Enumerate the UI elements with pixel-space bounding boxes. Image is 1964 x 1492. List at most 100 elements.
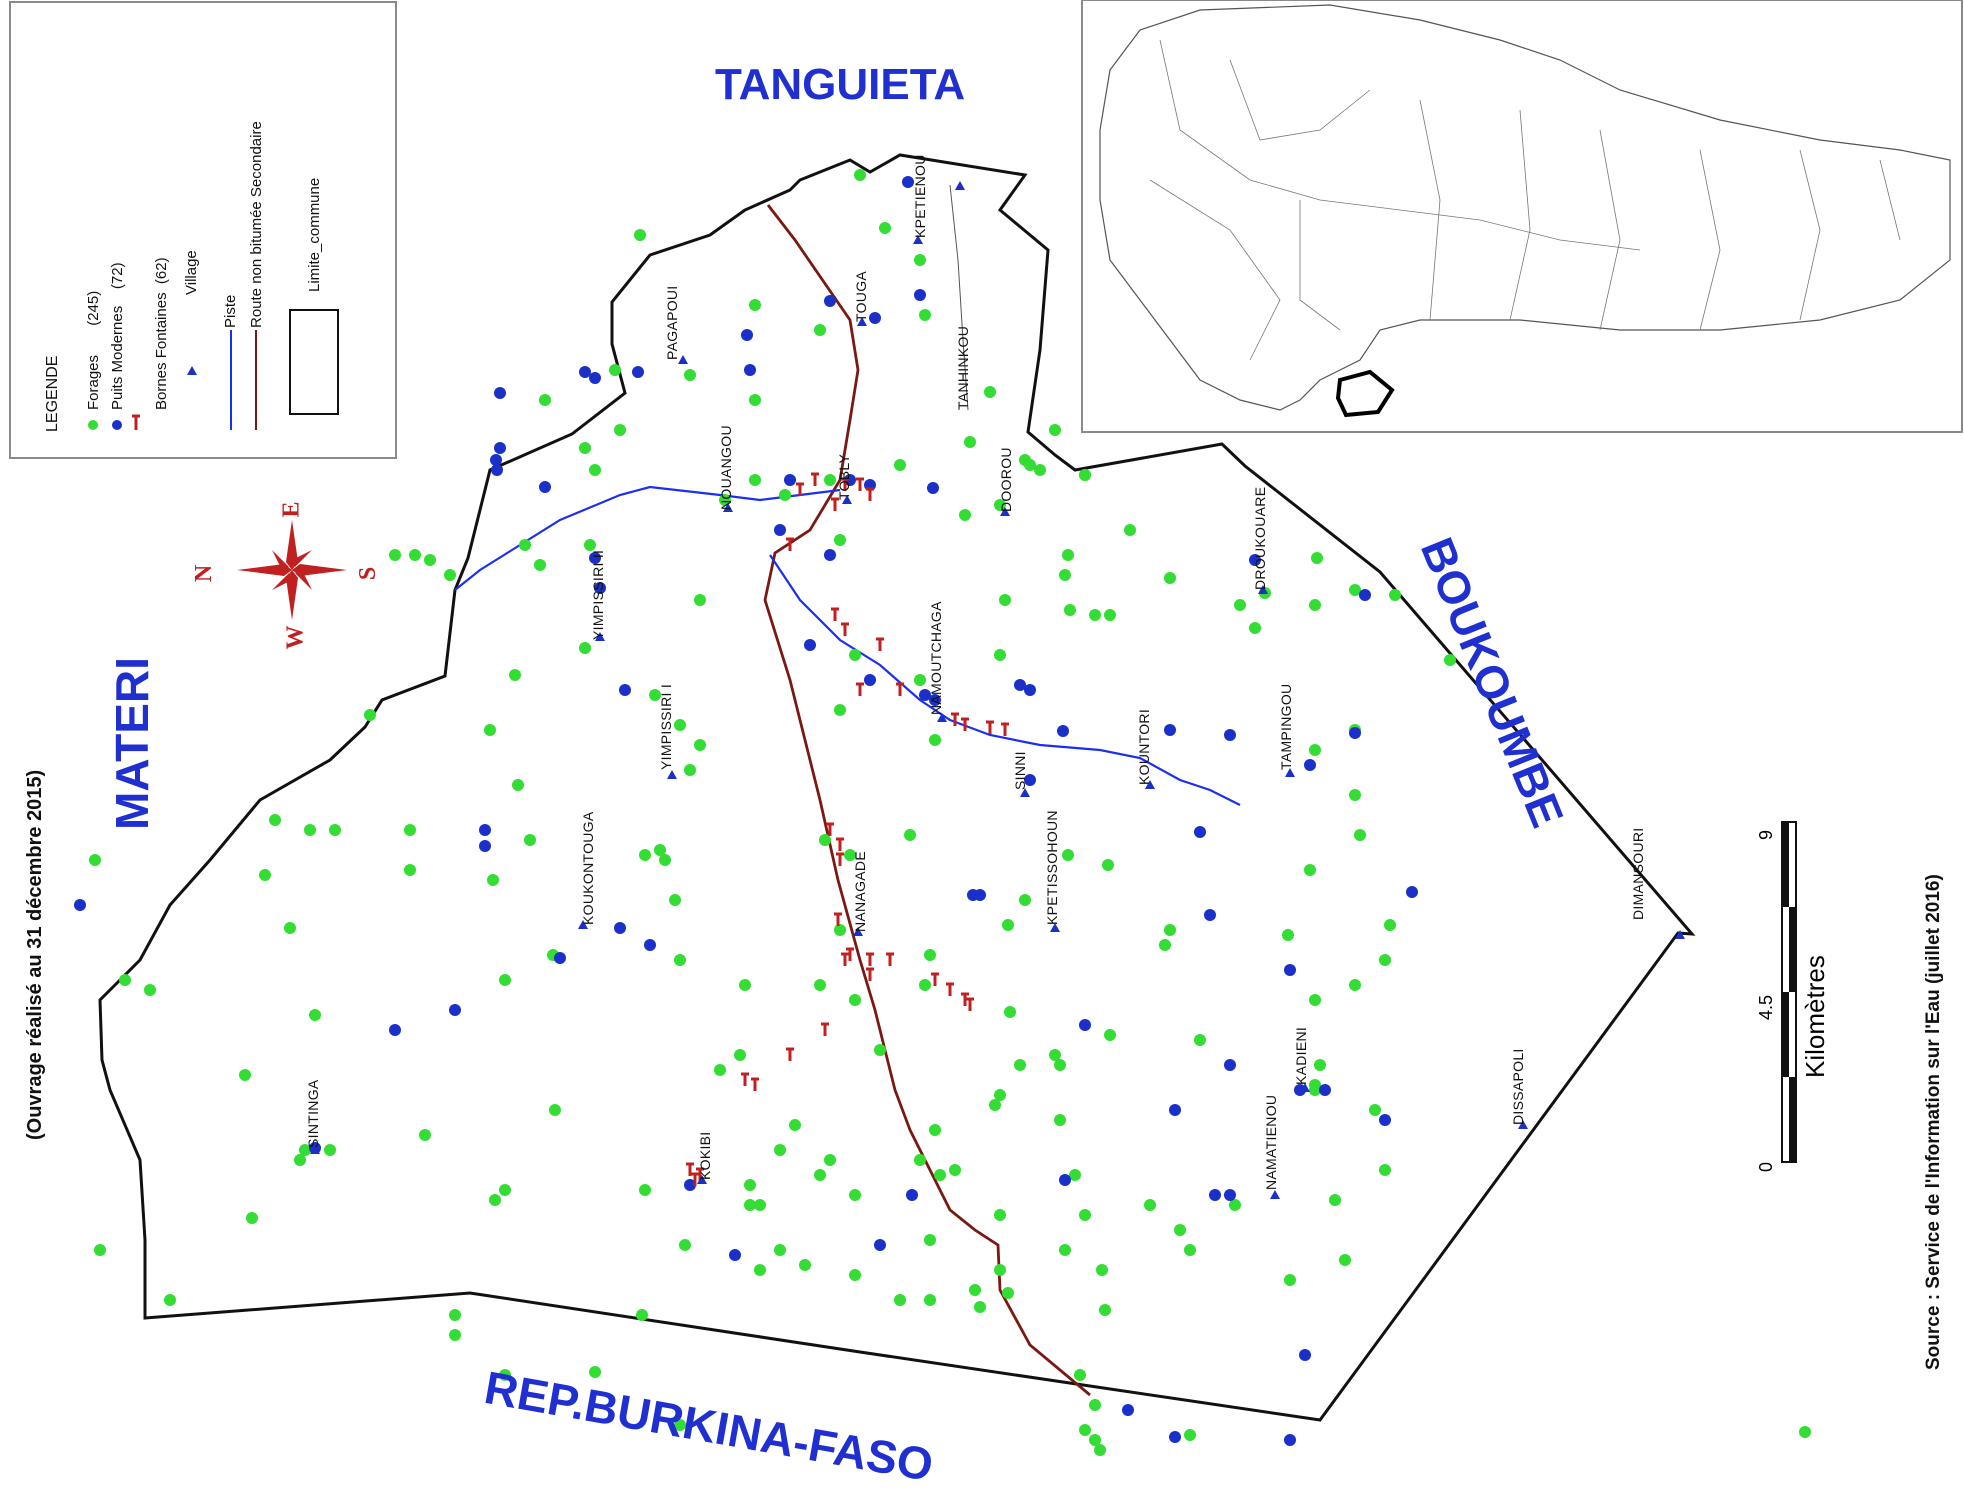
forage-point bbox=[904, 829, 916, 841]
forage-point bbox=[1069, 1169, 1081, 1181]
village-kadieni: KADIENI bbox=[1293, 1026, 1309, 1085]
forage-point bbox=[1184, 1244, 1196, 1256]
puits-point bbox=[744, 364, 756, 376]
puits-point bbox=[1014, 679, 1026, 691]
borne-fontaine-icon bbox=[896, 682, 904, 696]
forage-point bbox=[304, 824, 316, 836]
borne-fontaine-icon bbox=[876, 637, 884, 651]
village-droukouare: DROUKOUARE bbox=[1252, 486, 1268, 590]
legend-route-label: Route non bitumée Secondaire bbox=[248, 121, 265, 328]
borne-fontaine-icon bbox=[966, 997, 974, 1011]
borne-fontaine-icon bbox=[786, 1047, 794, 1061]
neighbor-west-label: MATERI bbox=[106, 657, 158, 830]
forage-point bbox=[949, 1164, 961, 1176]
borne-fontaine-icon bbox=[751, 1077, 759, 1091]
forage-point bbox=[1159, 939, 1171, 951]
village-marker-icon bbox=[1285, 768, 1295, 777]
forage-point bbox=[1249, 622, 1261, 634]
forage-point bbox=[1059, 1244, 1071, 1256]
puits-point bbox=[539, 481, 551, 493]
source-note: Source : Service de l'Information sur l'… bbox=[1923, 874, 1944, 1370]
forage-point bbox=[1104, 609, 1116, 621]
forage-point bbox=[484, 724, 496, 736]
forage-point bbox=[1089, 609, 1101, 621]
forage-point bbox=[1004, 1006, 1016, 1018]
puits-point bbox=[490, 454, 502, 466]
forage-point bbox=[1329, 1194, 1341, 1206]
forage-point bbox=[1349, 789, 1361, 801]
puits-point bbox=[684, 1179, 696, 1191]
forage-point bbox=[1194, 1034, 1206, 1046]
forage-point bbox=[639, 1184, 651, 1196]
forage-point bbox=[989, 1099, 1001, 1111]
forage-point bbox=[1349, 584, 1361, 596]
forage-point bbox=[1014, 1059, 1026, 1071]
forage-point bbox=[679, 1239, 691, 1251]
forage-point bbox=[1164, 924, 1176, 936]
forage-point bbox=[654, 844, 666, 856]
scale-tick-9: 9 bbox=[1756, 829, 1776, 840]
forage-point bbox=[499, 1369, 511, 1381]
forage-point bbox=[849, 994, 861, 1006]
forage-point bbox=[294, 1154, 306, 1166]
village-marker-icon bbox=[1000, 507, 1010, 516]
puits-point bbox=[844, 474, 856, 486]
forage-point bbox=[1311, 552, 1323, 564]
forage-point bbox=[89, 854, 101, 866]
scale-bar bbox=[1781, 821, 1797, 1163]
village-marker-icon bbox=[697, 1175, 707, 1184]
borne-fontaine-icon bbox=[841, 622, 849, 636]
forage-point bbox=[1309, 599, 1321, 611]
forage-point bbox=[1024, 459, 1036, 471]
borne-fontaine-icon bbox=[821, 1022, 829, 1036]
forage-point bbox=[874, 1044, 886, 1056]
forage-point bbox=[849, 1189, 861, 1201]
forage-point bbox=[974, 1301, 986, 1313]
forage-point bbox=[754, 1264, 766, 1276]
puits-point bbox=[491, 464, 503, 476]
forage-point bbox=[534, 559, 546, 571]
forage-point bbox=[849, 649, 861, 661]
village-touga: TOUGA bbox=[853, 270, 869, 322]
puits-point bbox=[614, 922, 626, 934]
village-marker-icon bbox=[1300, 1083, 1310, 1092]
puits-point bbox=[967, 889, 979, 901]
borne-fontaine-icon bbox=[1001, 722, 1009, 736]
forage-point bbox=[749, 474, 761, 486]
puits-point bbox=[1122, 1404, 1134, 1416]
forage-point bbox=[1002, 1287, 1014, 1299]
puits-point bbox=[1359, 589, 1371, 601]
village-marker-icon bbox=[955, 181, 965, 190]
forage-point bbox=[929, 1124, 941, 1136]
forage-point bbox=[914, 254, 926, 266]
village-marker-icon bbox=[723, 503, 733, 512]
village-marker-icon bbox=[857, 317, 867, 326]
forage-point bbox=[799, 1259, 811, 1271]
forage-point bbox=[584, 539, 596, 551]
forage-point bbox=[964, 436, 976, 448]
borne-fontaine-icon bbox=[946, 982, 954, 996]
forage-point bbox=[614, 424, 626, 436]
puits-point bbox=[1209, 1189, 1221, 1201]
puits-point bbox=[729, 1249, 741, 1261]
puits-point bbox=[589, 552, 601, 564]
puits-point bbox=[804, 639, 816, 651]
forage-point bbox=[1282, 929, 1294, 941]
forage-point bbox=[634, 229, 646, 241]
puits-point bbox=[1379, 1114, 1391, 1126]
forage-point bbox=[714, 1064, 726, 1076]
forage-point bbox=[814, 979, 826, 991]
village-yimpissiri-ii: YIMPISSIRI II bbox=[590, 549, 606, 640]
forage-point bbox=[1089, 1434, 1101, 1446]
puits-point bbox=[479, 824, 491, 836]
scale-unit-label: Kilomètres bbox=[1800, 955, 1830, 1078]
borne-fontaine-icon bbox=[951, 712, 959, 726]
village-marker-icon bbox=[595, 632, 605, 641]
puits-point bbox=[874, 1239, 886, 1251]
forages-layer bbox=[89, 169, 1811, 1456]
forage-point bbox=[1062, 849, 1074, 861]
forage-point bbox=[284, 922, 296, 934]
forage-point bbox=[754, 1199, 766, 1211]
legend-title: LEGENDE bbox=[44, 355, 61, 432]
puits-point bbox=[1204, 909, 1216, 921]
